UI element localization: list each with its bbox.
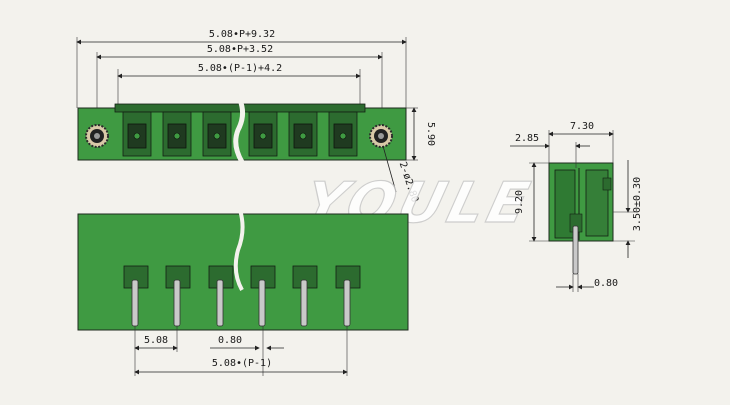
dim-side-width: 7.30 bbox=[570, 121, 594, 132]
front-pin-2 bbox=[165, 265, 191, 327]
front-pin-1 bbox=[123, 265, 149, 327]
dim-total-width: 5.08•P+9.32 bbox=[209, 29, 275, 40]
front-pin-3 bbox=[208, 265, 234, 327]
dim-pin-span: 5.08•(P-1) bbox=[212, 358, 272, 369]
dim-height-top: 5.90 bbox=[425, 122, 436, 146]
front-pin-6 bbox=[335, 265, 361, 327]
left-screw-icon bbox=[85, 124, 109, 148]
slot-3 bbox=[202, 111, 232, 157]
dim-pin-height: 3.50±0.30 bbox=[632, 177, 643, 231]
side-view: 7.30 2.85 9.20 3.50±0.30 0.80 bbox=[510, 121, 643, 292]
slot-5 bbox=[288, 111, 318, 157]
dim-pin-width: 0.80 bbox=[218, 335, 242, 346]
watermark-logo: YOULE bbox=[297, 171, 539, 236]
slot-6 bbox=[328, 111, 358, 157]
slot-4 bbox=[248, 111, 278, 157]
dim-slot-span: 5.08•(P-1)+4.2 bbox=[198, 63, 282, 74]
front-pin-4 bbox=[250, 265, 276, 327]
slot-1 bbox=[122, 111, 152, 157]
dim-pitch: 5.08 bbox=[144, 335, 168, 346]
dim-side-offset: 2.85 bbox=[515, 133, 539, 144]
break-line bbox=[233, 99, 246, 164]
front-view: 5.08 0.80 5.08•(P-1) bbox=[77, 209, 409, 376]
dim-side-height: 9.20 bbox=[514, 190, 525, 214]
side-pin bbox=[572, 225, 579, 275]
front-pin-5 bbox=[292, 265, 318, 327]
dim-mount-spacing: 5.08•P+3.52 bbox=[207, 44, 273, 55]
dim-side-pin: 0.80 bbox=[594, 278, 618, 289]
front-break-line bbox=[233, 209, 245, 291]
right-screw-icon bbox=[369, 124, 393, 148]
slot-2 bbox=[162, 111, 192, 157]
